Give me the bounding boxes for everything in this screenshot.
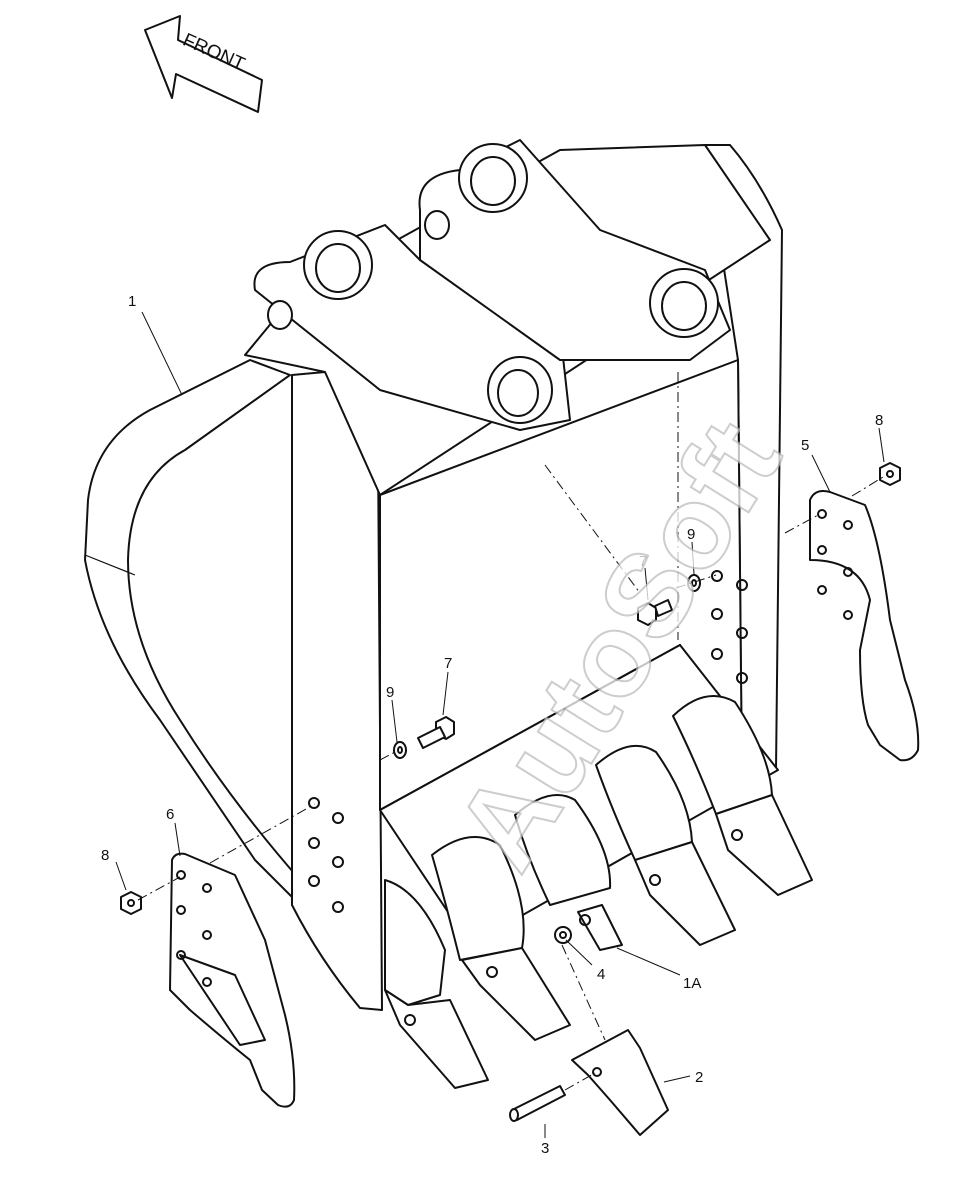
washer-part-4 bbox=[554, 926, 572, 944]
bucket-teeth bbox=[384, 695, 813, 1089]
callout-7-left: 7 bbox=[444, 655, 452, 672]
right-plate-holes bbox=[711, 570, 748, 684]
washer-part-9-right bbox=[687, 574, 701, 592]
side-cutter-part-5 bbox=[809, 490, 920, 762]
callout-9-left: 9 bbox=[386, 684, 394, 701]
leader-lines bbox=[115, 311, 889, 1138]
callout-1a: 1A bbox=[683, 975, 701, 992]
callout-6: 6 bbox=[166, 806, 174, 823]
front-arrow: FRONT bbox=[144, 15, 263, 113]
callout-9-right: 9 bbox=[687, 526, 695, 543]
callout-3: 3 bbox=[541, 1140, 549, 1157]
left-plate-holes bbox=[308, 797, 344, 913]
bucket-body bbox=[84, 139, 783, 1011]
callout-2: 2 bbox=[695, 1069, 703, 1086]
washer-part-9-left bbox=[393, 741, 407, 759]
nut-part-8-left bbox=[120, 891, 142, 915]
callout-8-right: 8 bbox=[875, 412, 883, 429]
bolt-part-7-right bbox=[637, 599, 673, 626]
callout-labels: 1 1A 2 3 4 5 6 7 7 8 8 9 9 bbox=[101, 293, 883, 1157]
side-cutter-part-6 bbox=[169, 852, 296, 1108]
tooth-part-2 bbox=[571, 1029, 669, 1136]
callout-7-right: 7 bbox=[639, 553, 647, 570]
nut-part-8-right bbox=[879, 462, 901, 486]
callout-1: 1 bbox=[128, 293, 136, 310]
callout-4: 4 bbox=[597, 966, 605, 983]
callout-5: 5 bbox=[801, 437, 809, 454]
bolt-part-7-left bbox=[417, 716, 455, 749]
pin-part-3 bbox=[509, 1085, 566, 1122]
callout-8-left: 8 bbox=[101, 847, 109, 864]
